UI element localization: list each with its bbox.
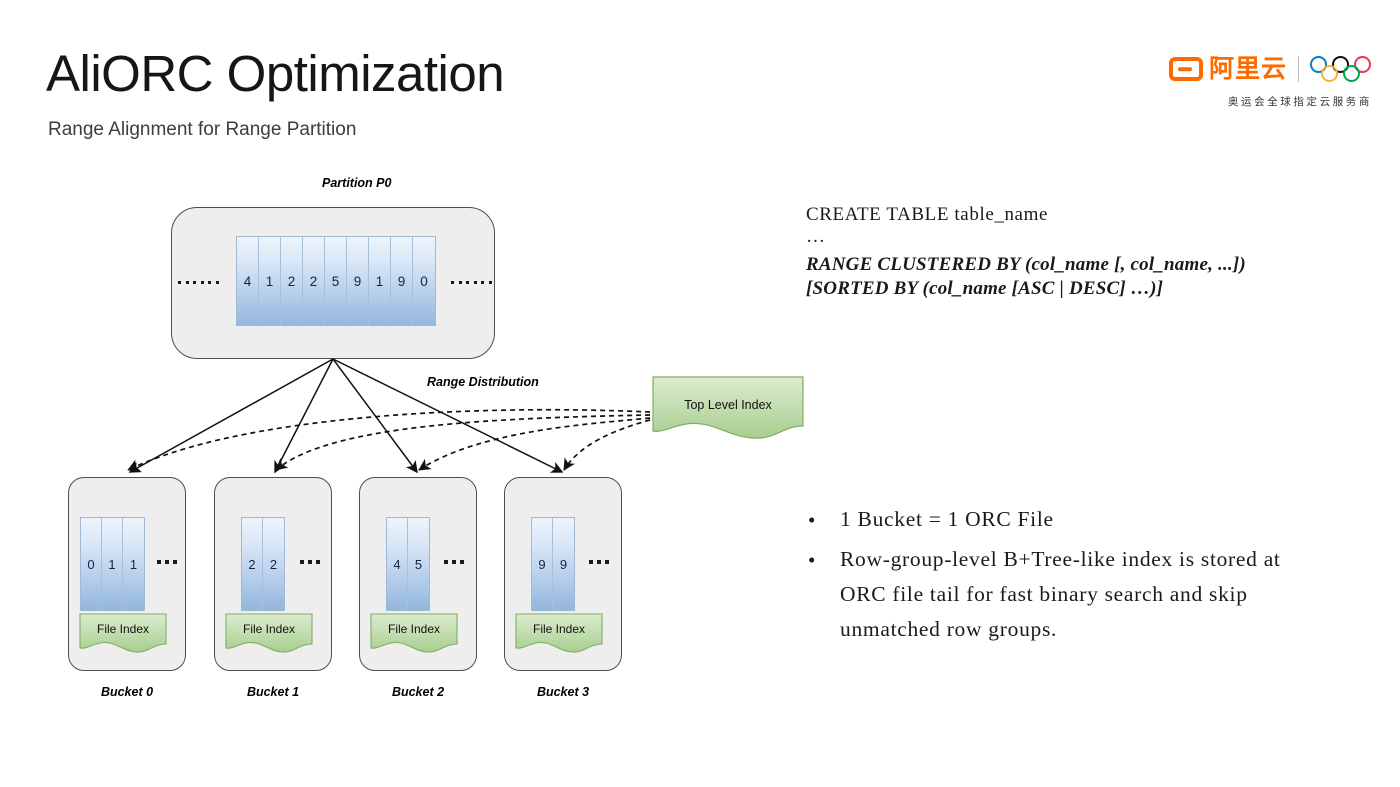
aliyun-brand-label: 阿里云 [1208,54,1287,83]
partition-cell-4: 5 [325,237,347,325]
code-line-1: CREATE TABLE table_name [806,204,1048,225]
bucket-3-cell-1: 9 [553,518,574,610]
partition-cell-3: 2 [303,237,325,325]
bucket-label-2: Bucket 2 [391,685,445,699]
bullet-text-0: 1 Bucket = 1 ORC File [840,507,1054,531]
file-index-box-2: File Index [370,613,458,653]
partition-cell-6: 1 [369,237,391,325]
bucket-label-3: Bucket 3 [536,685,590,699]
partition-cell-8: 0 [413,237,435,325]
bucket-0-cell-0: 0 [81,518,102,610]
partition-cell-5: 9 [347,237,369,325]
logo-row: 阿里云 [1152,50,1372,88]
partition-cell-2: 2 [281,237,303,325]
file-index-box-3: File Index [515,613,603,653]
bucket-ellipsis-1 [300,560,320,564]
file-index-box-1: File Index [225,613,313,653]
partition-cell-7: 9 [391,237,413,325]
bullet-marker-icon: • [808,548,816,572]
bullet-marker-icon: • [808,508,816,532]
bucket-ellipsis-0 [157,560,177,564]
code-line-4: [SORTED BY (col_name [ASC | DESC] …)] [806,277,1164,299]
aliyun-logo: 阿里云 奥运会全球指定云服务商 [1152,50,1372,112]
partition-cell-1: 1 [259,237,281,325]
bucket-ellipsis-2 [444,560,464,564]
logo-caption: 奥运会全球指定云服务商 [1227,96,1372,108]
bucket-0-cell-1: 1 [102,518,123,610]
sql-code-block: CREATE TABLE table_name … RANGE CLUSTERE… [806,203,1366,301]
aliyun-bracket-icon [1168,57,1203,81]
code-line-3: RANGE CLUSTERED BY (col_name [, col_name… [806,253,1246,275]
bucket-label-1: Bucket 1 [246,685,300,699]
partition-right-ellipsis [451,281,492,284]
bucket-0-cell-2: 1 [123,518,144,610]
range-distribution-label: Range Distribution [427,375,539,389]
partition-label: Partition P0 [322,176,392,190]
code-line-2: … [806,226,826,248]
top-level-index-box: Top Level Index [652,376,804,440]
page-subtitle: Range Alignment for Range Partition [48,119,357,140]
list-item: • Row-group-level B+Tree-like index is s… [808,542,1308,647]
file-index-box-0: File Index [79,613,167,653]
bucket-2-cell-1: 5 [408,518,429,610]
bullet-text-1: Row-group-level B+Tree-like index is sto… [840,547,1281,641]
page-title: AliORC Optimization [46,45,505,102]
bucket-1-cell-1: 2 [263,518,284,610]
bucket-2-cell-0: 4 [387,518,408,610]
bullet-list: • 1 Bucket = 1 ORC File • Row-group-leve… [808,502,1308,651]
partition-left-ellipsis [178,281,219,284]
logo-divider [1298,56,1299,82]
partition-cell-0: 4 [237,237,259,325]
bucket-ellipsis-3 [589,560,609,564]
bucket-3-cell-0: 9 [532,518,553,610]
olympic-rings-icon [1310,54,1372,84]
list-item: • 1 Bucket = 1 ORC File [808,502,1308,538]
bucket-label-0: Bucket 0 [100,685,154,699]
bucket-1-cell-0: 2 [242,518,263,610]
